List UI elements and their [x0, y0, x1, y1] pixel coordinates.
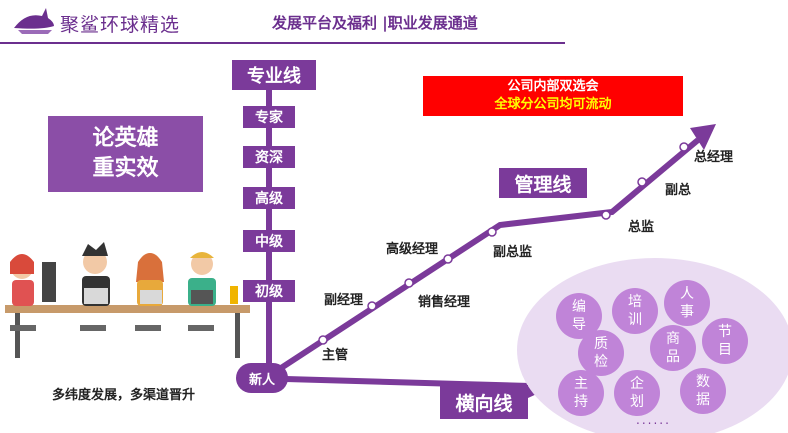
departments-ellipsis: ...... — [636, 413, 671, 427]
caption: 多纬度发展，多渠道晋升 — [52, 388, 196, 403]
management-track-title: 管理线 — [499, 168, 587, 198]
horizontal-arrow-line — [285, 376, 531, 389]
level-senior: 资深 — [243, 146, 295, 168]
level-advanced: 高级 — [243, 187, 295, 209]
bubble-program: 节 目 — [702, 318, 748, 364]
level-intermediate: 中级 — [243, 230, 295, 252]
bubble-quality: 质 检 — [578, 330, 624, 376]
step-director: 总监 — [628, 220, 655, 235]
step-dot — [367, 301, 377, 311]
vertical-track-pole — [266, 90, 272, 365]
start-node: 新人 — [236, 363, 288, 393]
shark-logo-icon — [14, 8, 54, 34]
step-dot — [404, 278, 414, 288]
step-dot — [443, 254, 453, 264]
step-dot — [318, 335, 328, 345]
step-vice-president: 副总 — [665, 183, 692, 198]
bubble-planning: 企 划 — [614, 370, 660, 416]
bubble-directing: 编 导 — [556, 293, 602, 339]
step-supervisor: 主管 — [322, 348, 349, 363]
step-general-manager: 总经理 — [694, 150, 734, 165]
header-divider — [0, 42, 565, 44]
step-dot — [487, 227, 497, 237]
horizontal-track-title: 横向线 — [440, 385, 528, 419]
step-deputy-manager: 副经理 — [324, 293, 364, 308]
level-expert: 专家 — [243, 106, 295, 128]
notice-box: 公司内部双选会 全球分公司均可流动 — [423, 76, 683, 116]
bubble-hr: 人 事 — [664, 280, 710, 326]
step-deputy-director: 副总监 — [493, 245, 533, 260]
step-dot — [637, 177, 647, 187]
management-arrow-line — [276, 137, 700, 373]
logo — [12, 6, 56, 36]
bubble-data: 数 据 — [680, 368, 726, 414]
slogan-box: 论英雄 重实效 — [48, 116, 203, 192]
notice-line-1: 公司内部双选会 — [507, 79, 599, 94]
step-sales-manager: 销售经理 — [418, 295, 471, 310]
bubble-host: 主 持 — [558, 370, 604, 416]
slogan-line-1: 论英雄 — [92, 126, 159, 151]
step-dot — [601, 210, 611, 220]
step-dot — [679, 142, 689, 152]
notice-line-2: 全球分公司均可流动 — [494, 97, 612, 112]
team-illustration — [5, 242, 250, 358]
management-arrow-head — [690, 124, 716, 150]
bubble-training: 培 训 — [612, 288, 658, 334]
slogan-line-2: 重实效 — [92, 156, 159, 181]
page-title: 发展平台及福利 |职业发展通道 — [272, 14, 478, 32]
level-junior: 初级 — [243, 280, 295, 302]
bubble-merchandise: 商 品 — [650, 325, 696, 371]
logo-text: 聚鲨环球精选 — [60, 14, 181, 36]
vertical-track-title: 专业线 — [232, 60, 316, 90]
step-senior-manager: 高级经理 — [386, 242, 439, 257]
